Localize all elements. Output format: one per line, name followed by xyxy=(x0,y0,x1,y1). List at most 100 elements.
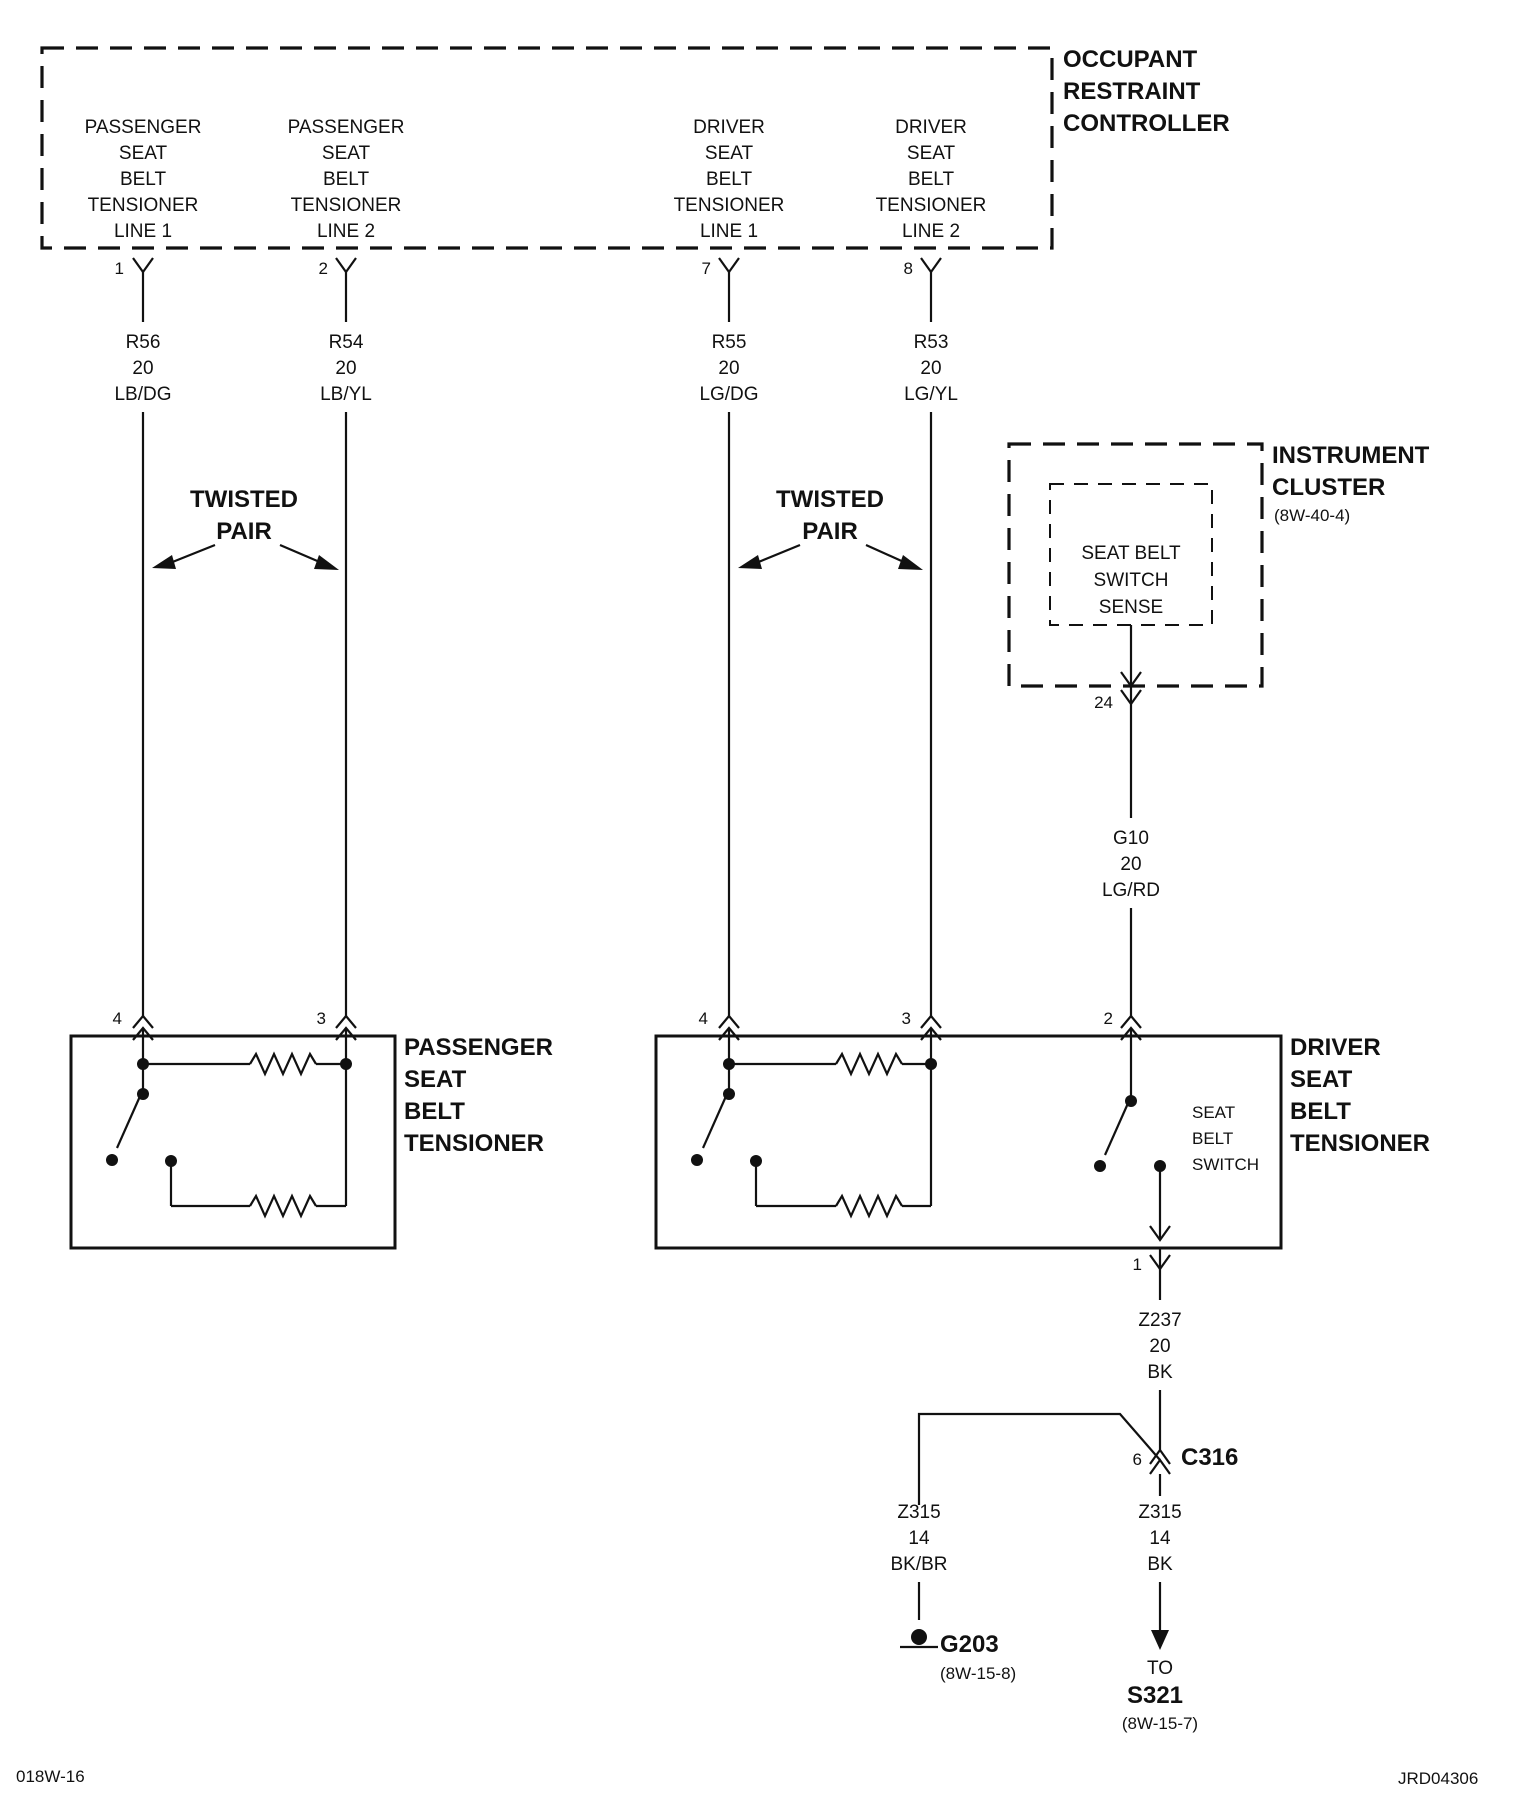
passenger-tensioner-title: PASSENGER SEAT BELT TENSIONER xyxy=(404,1034,553,1157)
connector-symbol-pin-8 xyxy=(920,257,942,274)
svg-text:(8W-40-4): (8W-40-4) xyxy=(1274,506,1350,525)
svg-text:BELT: BELT xyxy=(908,169,955,190)
orc-terminal-2-label: PASSENGER SEAT BELT TENSIONER LINE 2 xyxy=(288,117,405,242)
svg-text:SEAT: SEAT xyxy=(705,143,754,164)
svg-text:SEAT: SEAT xyxy=(1192,1103,1235,1122)
footer-right: JRD04306 xyxy=(1398,1769,1478,1788)
svg-text:R53: R53 xyxy=(914,332,949,353)
svg-text:LB/YL: LB/YL xyxy=(320,384,372,405)
driver-pin-4: 4 xyxy=(699,1009,708,1028)
svg-text:PASSENGER: PASSENGER xyxy=(85,117,202,138)
arrow-to-s321-icon xyxy=(1151,1630,1169,1650)
driver-pin-2: 2 xyxy=(1104,1009,1113,1028)
occupant-restraint-controller-box xyxy=(40,46,1054,250)
svg-text:DRIVER: DRIVER xyxy=(693,117,765,138)
driver-tensioner-title: DRIVER SEAT BELT TENSIONER xyxy=(1290,1034,1430,1157)
svg-text:BELT: BELT xyxy=(323,169,370,190)
svg-text:Z315: Z315 xyxy=(1138,1502,1181,1523)
orc-terminal-1-label: PASSENGER SEAT BELT TENSIONER LINE 1 xyxy=(85,117,202,242)
svg-text:CONTROLLER: CONTROLLER xyxy=(1063,110,1230,137)
connector-symbol-pin-1 xyxy=(132,257,154,274)
wire-z237-label: Z237 20 BK xyxy=(1138,1310,1181,1383)
passenger-pin-4: 4 xyxy=(113,1009,122,1028)
wire-z315-bk-label: Z315 14 BK xyxy=(1138,1502,1181,1575)
svg-text:G10: G10 xyxy=(1113,828,1149,849)
pin-7: 7 xyxy=(702,259,711,278)
wire-z315-bk-br-route xyxy=(917,1412,1161,1505)
driver-tensioner-box xyxy=(654,1034,1283,1250)
svg-text:LG/DG: LG/DG xyxy=(699,384,758,405)
svg-text:TENSIONER: TENSIONER xyxy=(674,195,785,216)
ground-g203-label: G203 xyxy=(940,1631,999,1658)
driver-pin-3: 3 xyxy=(902,1009,911,1028)
to-label: TO xyxy=(1147,1658,1173,1679)
splice-s321-ref: (8W-15-7) xyxy=(1122,1714,1198,1733)
svg-text:20: 20 xyxy=(335,358,356,379)
passenger-pin-3: 3 xyxy=(317,1009,326,1028)
pin-8: 8 xyxy=(904,259,913,278)
c316-label: C316 xyxy=(1181,1444,1238,1471)
svg-text:SWITCH: SWITCH xyxy=(1192,1155,1259,1174)
svg-text:SEAT: SEAT xyxy=(907,143,956,164)
svg-text:R55: R55 xyxy=(712,332,747,353)
svg-text:TENSIONER: TENSIONER xyxy=(291,195,402,216)
seat-belt-switch-sense-label: SEAT BELT SWITCH SENSE xyxy=(1081,543,1181,618)
connector-symbol-pin-7 xyxy=(718,257,740,274)
svg-text:14: 14 xyxy=(1149,1528,1171,1549)
svg-text:14: 14 xyxy=(908,1528,930,1549)
seat-belt-switch-label: SEAT BELT SWITCH xyxy=(1192,1103,1259,1174)
svg-text:TENSIONER: TENSIONER xyxy=(1290,1130,1430,1157)
ground-g203-icon xyxy=(900,1629,938,1649)
driver-pin-1: 1 xyxy=(1133,1255,1142,1274)
svg-text:PASSENGER: PASSENGER xyxy=(288,117,405,138)
svg-text:TWISTED: TWISTED xyxy=(776,486,884,513)
connector-symbol-pin-2 xyxy=(335,257,357,274)
wire-r56-label: R56 20 LB/DG xyxy=(114,332,171,405)
svg-text:TENSIONER: TENSIONER xyxy=(404,1130,544,1157)
svg-text:PASSENGER: PASSENGER xyxy=(404,1034,553,1061)
orc-terminal-7-label: DRIVER SEAT BELT TENSIONER LINE 1 xyxy=(674,117,785,242)
wire-g10-label: G10 20 LG/RD xyxy=(1102,828,1160,901)
twisted-pair-passenger: TWISTED PAIR xyxy=(152,486,339,570)
svg-text:BELT: BELT xyxy=(1192,1129,1233,1148)
svg-text:TWISTED: TWISTED xyxy=(190,486,298,513)
svg-text:SEAT: SEAT xyxy=(404,1066,467,1093)
passenger-tensioner-box xyxy=(69,1034,397,1250)
ground-g203-ref: (8W-15-8) xyxy=(940,1664,1016,1683)
svg-text:SWITCH: SWITCH xyxy=(1094,570,1169,591)
svg-text:LINE 2: LINE 2 xyxy=(902,221,960,242)
svg-text:Z237: Z237 xyxy=(1138,1310,1181,1331)
pin-1: 1 xyxy=(115,259,124,278)
wire-z315-bk-br-label: Z315 14 BK/BR xyxy=(890,1502,947,1575)
instrument-cluster-box xyxy=(1007,442,1264,688)
svg-text:LINE 2: LINE 2 xyxy=(317,221,375,242)
svg-text:OCCUPANT: OCCUPANT xyxy=(1063,46,1198,73)
svg-text:20: 20 xyxy=(920,358,941,379)
svg-text:20: 20 xyxy=(718,358,739,379)
svg-text:CLUSTER: CLUSTER xyxy=(1272,474,1385,501)
svg-text:20: 20 xyxy=(132,358,153,379)
orc-title: OCCUPANT RESTRAINT CONTROLLER xyxy=(1063,46,1230,137)
svg-text:RESTRAINT: RESTRAINT xyxy=(1063,78,1201,105)
svg-text:LG/YL: LG/YL xyxy=(904,384,958,405)
wire-r54-label: R54 20 LB/YL xyxy=(320,332,372,405)
svg-text:R54: R54 xyxy=(329,332,364,353)
splice-s321-label: S321 xyxy=(1127,1682,1183,1709)
svg-text:R56: R56 xyxy=(126,332,161,353)
svg-text:LB/DG: LB/DG xyxy=(114,384,171,405)
svg-text:BELT: BELT xyxy=(706,169,753,190)
svg-text:SENSE: SENSE xyxy=(1099,597,1163,618)
svg-text:LG/RD: LG/RD xyxy=(1102,880,1160,901)
svg-text:Z315: Z315 xyxy=(897,1502,940,1523)
instrument-cluster-title: INSTRUMENT CLUSTER (8W-40-4) xyxy=(1272,442,1430,525)
svg-text:TENSIONER: TENSIONER xyxy=(88,195,199,216)
svg-text:INSTRUMENT: INSTRUMENT xyxy=(1272,442,1430,469)
svg-text:SEAT BELT: SEAT BELT xyxy=(1081,543,1181,564)
svg-text:LINE 1: LINE 1 xyxy=(700,221,758,242)
svg-text:SEAT: SEAT xyxy=(119,143,168,164)
wire-r53-label: R53 20 LG/YL xyxy=(904,332,958,405)
c316-pin-6: 6 xyxy=(1133,1450,1142,1469)
seat-belt-switch xyxy=(1094,1028,1171,1242)
svg-text:20: 20 xyxy=(1149,1336,1170,1357)
svg-text:BK: BK xyxy=(1147,1554,1173,1575)
